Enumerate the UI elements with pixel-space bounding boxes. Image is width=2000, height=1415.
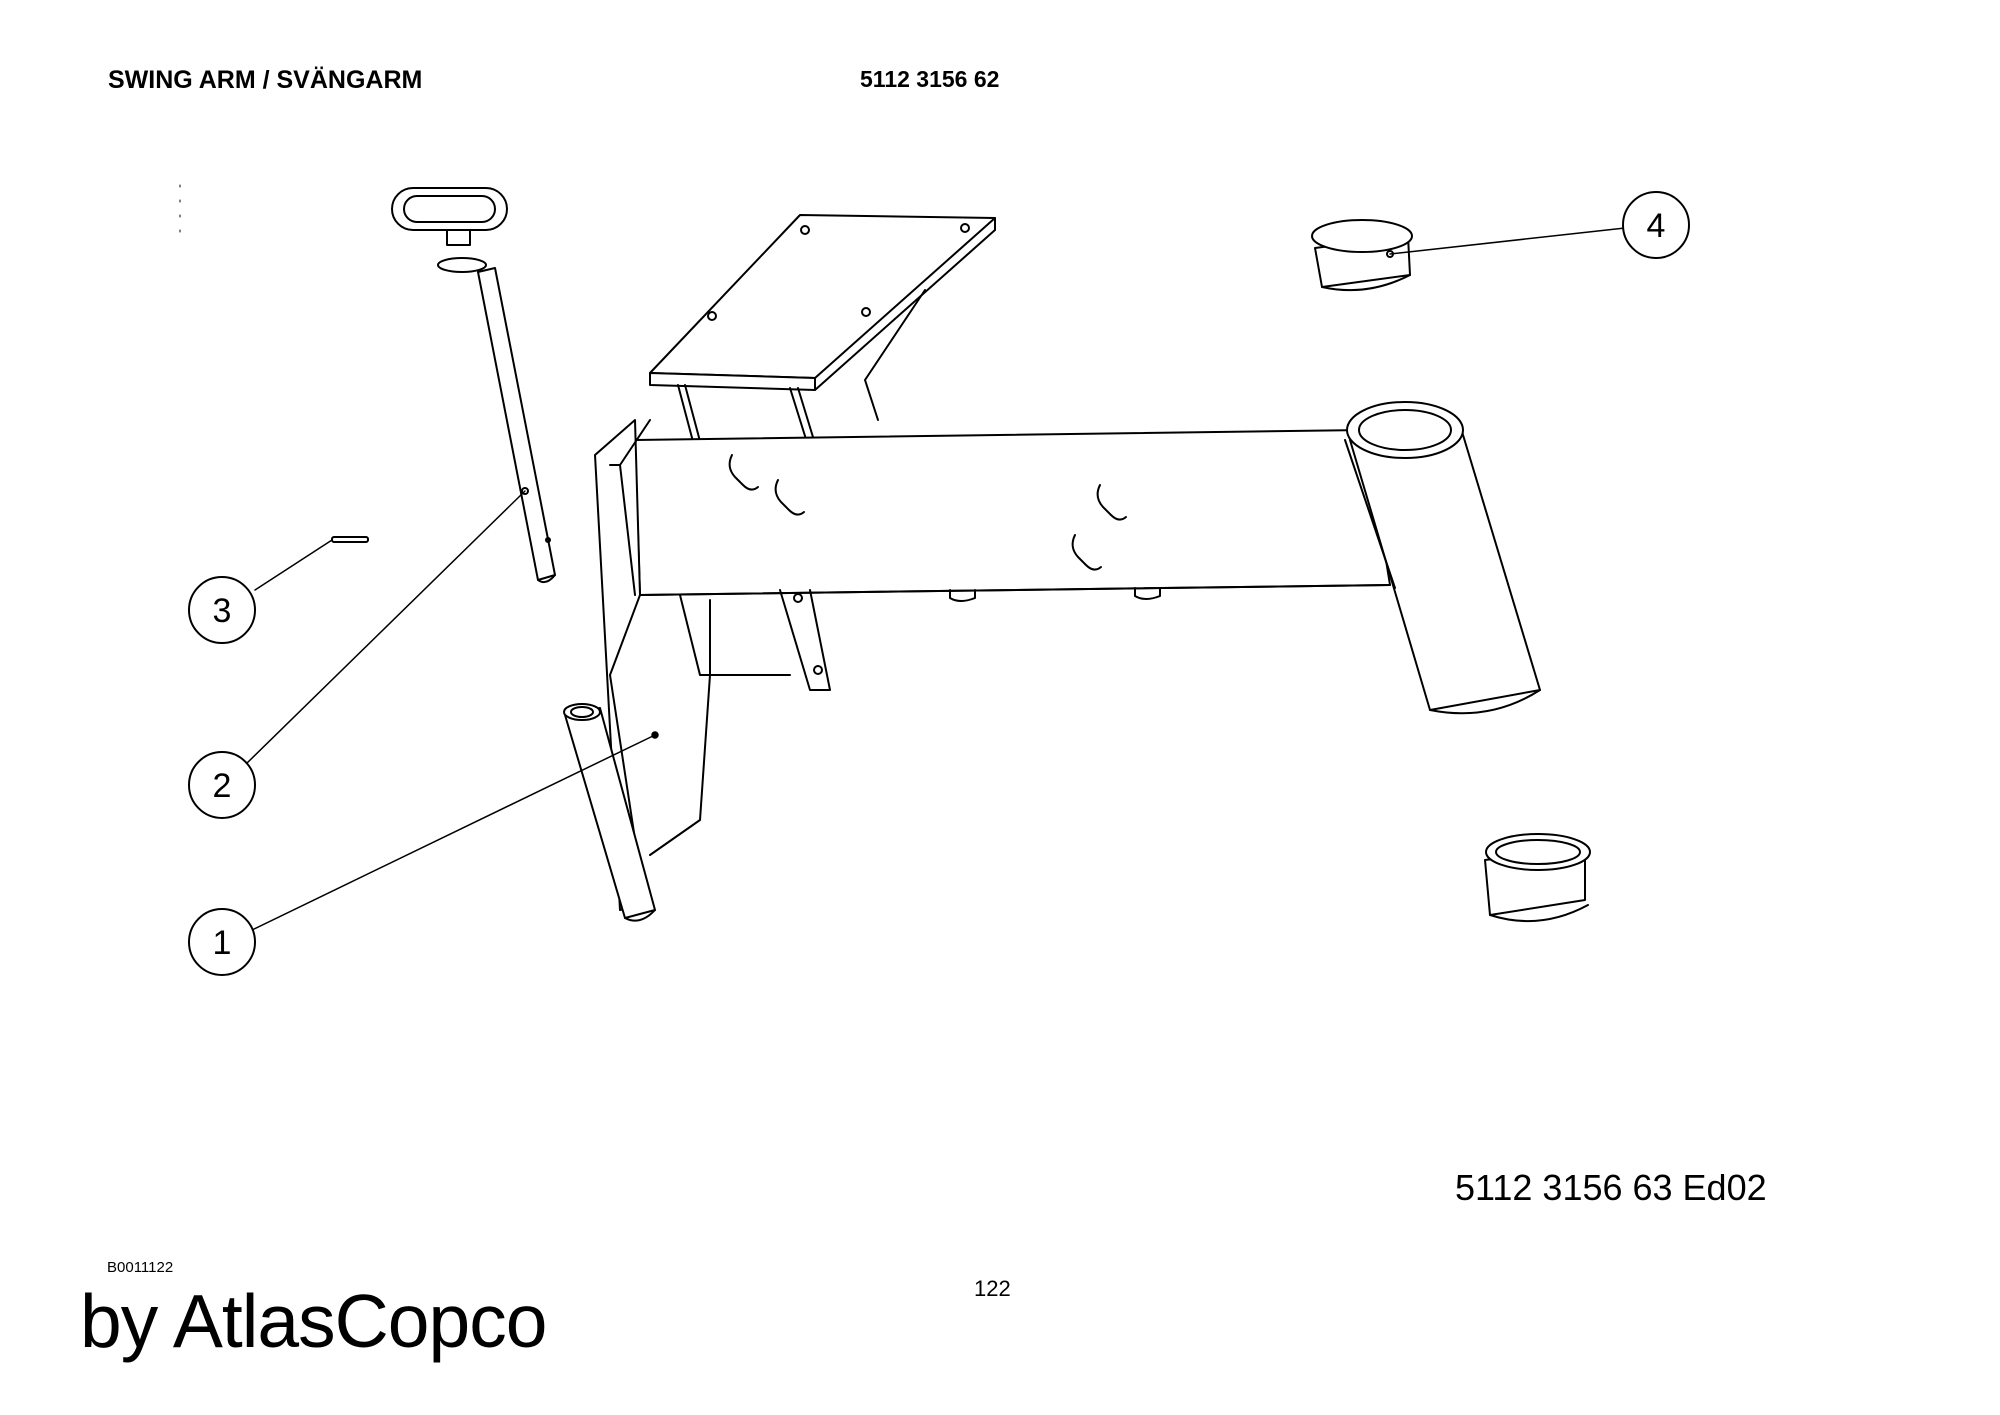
swing-cylinder [1344,401,1541,715]
leader-lines [244,227,1626,931]
mounting-plate [649,214,996,469]
callout-2-label: 2 [213,767,232,805]
callout-3-label: 3 [213,592,232,630]
main-beam [634,429,1391,602]
pin-tube [563,703,656,922]
callout-1: 1 [188,908,256,976]
image-code: B0011122 [107,1259,174,1276]
document-reference: 5112 3156 63 Ed02 [1455,1167,1767,1208]
locking-pin [391,187,556,584]
callout-4: 4 [1622,191,1690,259]
callout-2: 2 [188,751,256,819]
bushing-top [1311,219,1413,292]
page-number: 122 [974,1276,1011,1301]
brand-label: by AtlasCopco [80,1279,547,1363]
callout-4-label: 4 [1647,207,1666,245]
side-plate [594,419,831,911]
bushing-bottom [1484,833,1591,923]
part-number: 5112 3156 62 [860,66,1000,92]
callout-3: 3 [188,576,256,644]
page-title: SWING ARM / SVÄNGARM [108,66,423,94]
callout-1-label: 1 [213,924,232,962]
spring-pin [331,536,369,543]
